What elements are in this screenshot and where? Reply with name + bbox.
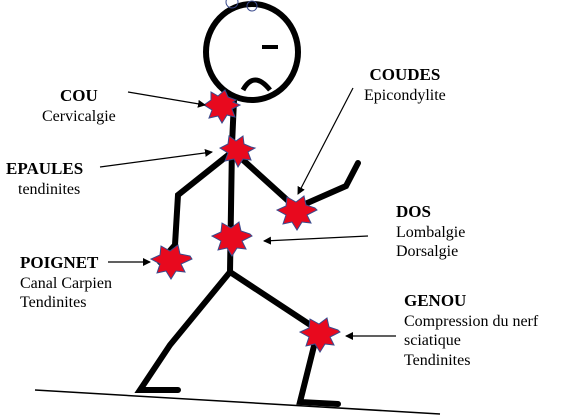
- label-epaules: EPAULES tendinites: [6, 159, 83, 199]
- label-dos-title: DOS: [396, 202, 465, 223]
- label-genou-title: GENOU: [404, 291, 538, 312]
- label-dos-line-1: Lombalgie: [396, 223, 465, 243]
- label-poignet-line-2: Tendinites: [20, 293, 112, 313]
- arrow-cou: [128, 92, 205, 105]
- arrow-dos: [264, 236, 368, 241]
- starburst-icon-dos: [212, 222, 252, 256]
- label-epaules-title: EPAULES: [6, 159, 83, 180]
- label-coudes: COUDES Epicondylite: [364, 65, 446, 105]
- label-poignet-title: POIGNET: [20, 253, 112, 274]
- starburst-icon-poignet: [151, 245, 192, 279]
- label-cou: COU Cervicalgie: [42, 86, 116, 126]
- label-genou-line-2: sciatique: [404, 331, 538, 351]
- pointer-arrows: [100, 88, 396, 336]
- left-leg: [140, 272, 230, 390]
- label-genou: GENOU Compression du nerf sciatique Tend…: [404, 291, 538, 370]
- label-genou-line-3: Tendinites: [404, 351, 538, 371]
- label-dos: DOS Lombalgie Dorsalgie: [396, 202, 465, 262]
- ground-line: [35, 390, 440, 414]
- arrow-epaules: [100, 152, 212, 167]
- label-cou-title: COU: [42, 86, 116, 107]
- head: [206, 0, 298, 100]
- label-coudes-title: COUDES: [364, 65, 446, 86]
- label-coudes-line-1: Epicondylite: [364, 86, 446, 106]
- label-poignet-line-1: Canal Carpien: [20, 274, 112, 294]
- label-poignet: POIGNET Canal Carpien Tendinites: [20, 253, 112, 313]
- head-outline: [206, 4, 298, 100]
- label-genou-line-1: Compression du nerf: [404, 312, 538, 332]
- label-cou-line-1: Cervicalgie: [42, 107, 116, 127]
- label-dos-line-2: Dorsalgie: [396, 242, 465, 262]
- arrow-coudes: [298, 88, 353, 194]
- label-epaules-line-1: tendinites: [6, 180, 83, 200]
